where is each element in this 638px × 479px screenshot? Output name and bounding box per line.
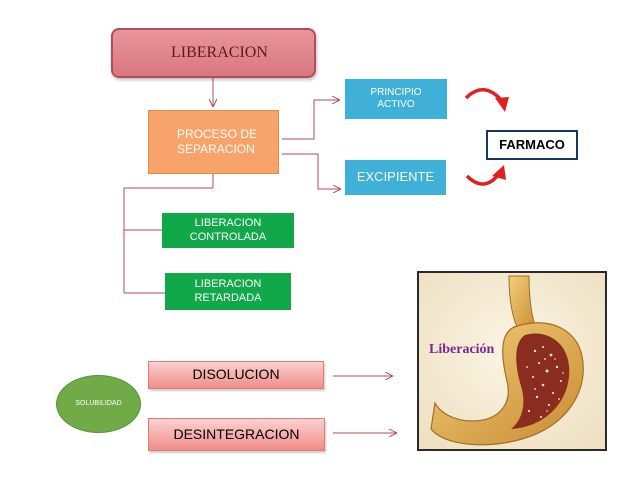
particles xyxy=(526,346,564,418)
disolucion-label: DISOLUCION xyxy=(192,366,280,383)
excipiente-box: EXCIPIENTE xyxy=(345,160,446,195)
desintegracion-box: DESINTEGRACION xyxy=(148,418,325,451)
proceso-separacion-box: PROCESO DE SEPARACION xyxy=(148,110,279,174)
proceso-label: PROCESO DE SEPARACION xyxy=(177,127,257,157)
cycle-arrow-bottom-head xyxy=(492,165,506,180)
principio-line1: PRINCIPIO xyxy=(370,86,422,98)
liberacion-controlada-box: LIBERACION CONTROLADA xyxy=(162,213,294,248)
farmaco-box: FARMACO xyxy=(486,130,578,160)
excipiente-label: EXCIPIENTE xyxy=(356,169,435,185)
proceso-line2: SEPARACION xyxy=(177,142,255,156)
controlada-line1: LIBERACION xyxy=(194,216,262,229)
arrow-proceso-to-excipiente xyxy=(282,153,340,189)
disolucion-box: DISOLUCION xyxy=(148,361,324,389)
desintegracion-label: DESINTEGRACION xyxy=(173,425,300,442)
cycle-arrow-top-head xyxy=(495,97,509,112)
farmaco-label: FARMACO xyxy=(499,136,565,152)
retardada-label: LIBERACION RETARDADA xyxy=(194,278,261,306)
retardada-line1: LIBERACION xyxy=(194,277,262,290)
retardada-line2: RETARDADA xyxy=(194,291,262,304)
stomach-release-image: Liberación xyxy=(417,271,607,451)
principio-line2: ACTIVO xyxy=(377,99,415,110)
principio-activo-box: PRINCIPIO ACTIVO xyxy=(345,79,447,119)
solubilidad-label: SOLUBILIDAD xyxy=(75,399,122,407)
liberacion-label: LIBERACION xyxy=(171,44,268,61)
controlada-line2: CONTROLADA xyxy=(189,230,267,243)
liberacion-retardada-box: LIBERACION RETARDADA xyxy=(165,273,291,310)
controlada-label: LIBERACION CONTROLADA xyxy=(190,217,266,245)
image-label: Liberación xyxy=(429,342,495,357)
stomach-interior xyxy=(511,333,570,429)
principio-label: PRINCIPIO ACTIVO xyxy=(370,87,421,112)
arrow-proceso-to-principio xyxy=(282,100,339,140)
solubilidad-ellipse: SOLUBILIDAD xyxy=(56,375,141,433)
liberacion-box: LIBERACION xyxy=(111,28,316,78)
proceso-line1: PROCESO DE xyxy=(177,127,258,141)
